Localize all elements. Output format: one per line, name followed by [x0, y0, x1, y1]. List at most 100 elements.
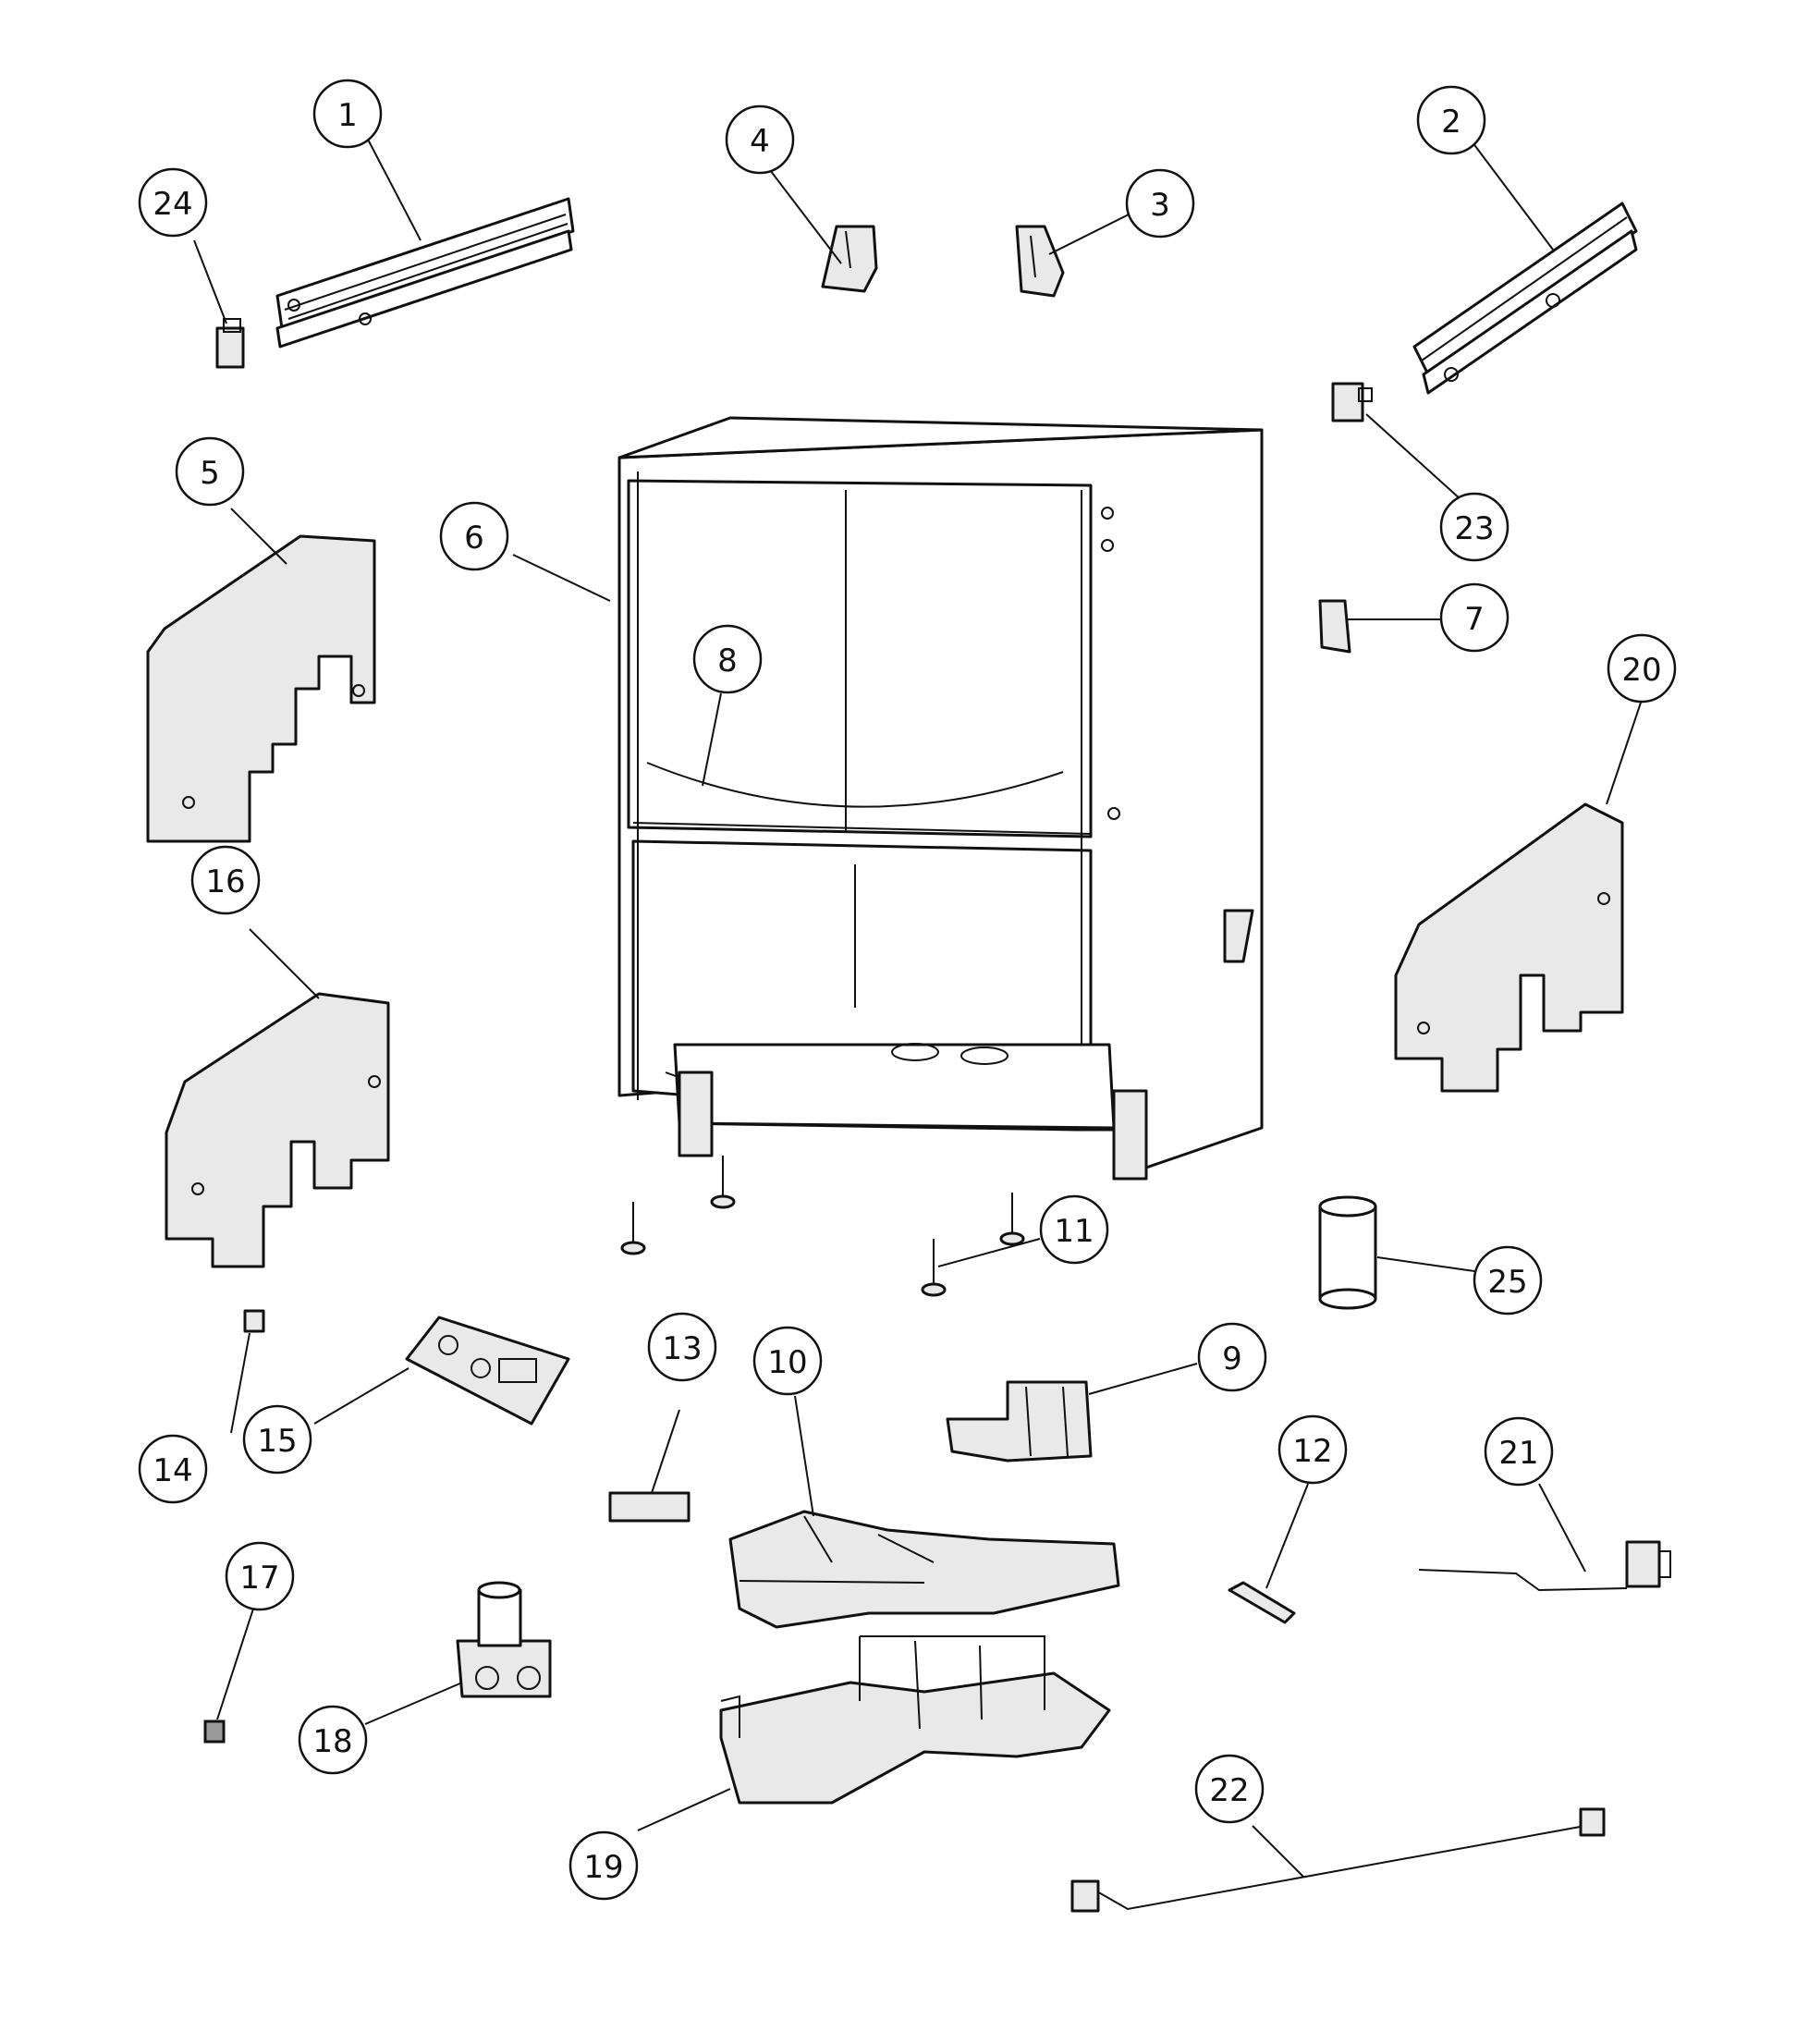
- callout-5-label: 5: [200, 455, 220, 492]
- callout-6: 6: [439, 501, 509, 571]
- part-4-bracket: [821, 225, 878, 293]
- callout-15: 15: [242, 1404, 312, 1475]
- callout-23: 23: [1439, 492, 1510, 562]
- leader-4: [766, 165, 842, 264]
- callout-12: 12: [1277, 1414, 1348, 1485]
- callout-24: 24: [138, 167, 208, 238]
- leader-18: [364, 1682, 463, 1725]
- part-1-rail: [275, 197, 575, 349]
- part-11-screws: [620, 1156, 1025, 1297]
- part-20-side-panel: [1394, 802, 1624, 1093]
- callout-8-label: 8: [717, 643, 738, 679]
- leader-11: [937, 1238, 1041, 1267]
- leader-23: [1365, 413, 1461, 500]
- part-22-cable: [1070, 1807, 1606, 1913]
- part-24-clip: [215, 318, 245, 369]
- callout-1: 1: [312, 79, 383, 149]
- callout-20: 20: [1607, 633, 1677, 704]
- leader-1: [364, 133, 422, 241]
- callout-11: 11: [1039, 1194, 1109, 1265]
- callout-15-label: 15: [257, 1423, 297, 1460]
- leader-3: [1048, 212, 1133, 255]
- part-17-cap: [203, 1720, 226, 1744]
- callout-20-label: 20: [1621, 652, 1661, 689]
- callout-7-label: 7: [1464, 601, 1485, 638]
- part-25-cylinder: [1318, 1195, 1377, 1310]
- callout-8: 8: [692, 624, 763, 694]
- callout-2-label: 2: [1441, 104, 1461, 141]
- callout-18: 18: [298, 1705, 368, 1775]
- callout-7: 7: [1439, 582, 1510, 653]
- leader-5: [230, 508, 287, 565]
- callout-1-label: 1: [337, 97, 358, 134]
- leader-22: [1252, 1825, 1304, 1878]
- callout-17: 17: [225, 1541, 295, 1611]
- part-10-tray: [728, 1510, 1120, 1629]
- part-18-valve: [456, 1581, 552, 1698]
- callout-16: 16: [190, 845, 261, 915]
- part-12-strip: [1228, 1581, 1296, 1624]
- callout-24-label: 24: [153, 186, 192, 223]
- leader-9: [1088, 1363, 1198, 1395]
- callout-21-label: 21: [1498, 1435, 1538, 1472]
- part-3-bracket: [1015, 225, 1065, 298]
- leader-14: [230, 1332, 251, 1434]
- leader-20: [1606, 702, 1642, 805]
- callout-21: 21: [1484, 1416, 1554, 1487]
- part-21-cord: [1418, 1540, 1671, 1592]
- callout-22-label: 22: [1209, 1772, 1249, 1809]
- leader-8: [702, 692, 722, 787]
- callout-12-label: 12: [1292, 1433, 1332, 1470]
- callout-4-label: 4: [750, 123, 770, 160]
- callout-25-label: 25: [1487, 1264, 1527, 1301]
- callout-3: 3: [1125, 168, 1195, 239]
- callout-10: 10: [752, 1326, 823, 1396]
- callout-18-label: 18: [312, 1723, 352, 1760]
- part-7-bracket: [1318, 599, 1351, 654]
- callout-14-label: 14: [153, 1452, 192, 1489]
- leader-10: [794, 1395, 814, 1517]
- callout-9: 9: [1197, 1322, 1267, 1392]
- leader-24: [193, 239, 227, 324]
- part-14-knob: [243, 1309, 265, 1333]
- callout-13: 13: [647, 1312, 717, 1382]
- callout-23-label: 23: [1454, 510, 1494, 547]
- leader-13: [651, 1409, 680, 1494]
- callout-14: 14: [138, 1434, 208, 1504]
- leader-25: [1376, 1256, 1475, 1272]
- leader-6: [512, 554, 611, 602]
- part-23-clip: [1331, 382, 1373, 422]
- callout-5: 5: [175, 436, 245, 507]
- leader-2: [1469, 138, 1554, 251]
- callout-9-label: 9: [1222, 1340, 1242, 1377]
- part-19-base: [719, 1635, 1111, 1805]
- part-5-side-panel: [146, 534, 376, 843]
- leader-15: [313, 1367, 409, 1425]
- part-6-tub-cabinet: [617, 416, 1264, 1181]
- leader-16: [249, 928, 320, 999]
- leader-21: [1538, 1483, 1586, 1573]
- callout-19: 19: [568, 1830, 639, 1901]
- callout-25: 25: [1473, 1245, 1543, 1316]
- part-9-bracket: [946, 1380, 1093, 1463]
- leader-lines: [193, 133, 1642, 1878]
- callout-22: 22: [1194, 1754, 1265, 1824]
- callout-19-label: 19: [583, 1849, 623, 1886]
- callout-10-label: 10: [767, 1344, 807, 1381]
- callout-2: 2: [1416, 85, 1486, 155]
- callout-4: 4: [725, 104, 795, 175]
- leader-12: [1265, 1483, 1309, 1589]
- callout-3-label: 3: [1150, 187, 1170, 224]
- part-16-side-panel: [165, 992, 390, 1268]
- callout-13-label: 13: [662, 1330, 702, 1367]
- leader-19: [637, 1788, 731, 1831]
- callout-17-label: 17: [239, 1560, 279, 1597]
- callout-16-label: 16: [205, 863, 245, 900]
- leader-17: [216, 1605, 255, 1720]
- part-2-rail: [1412, 202, 1638, 395]
- part-15-circuit-board: [405, 1316, 570, 1426]
- part-13-clip: [608, 1491, 691, 1523]
- callout-11-label: 11: [1054, 1213, 1094, 1250]
- callout-6-label: 6: [464, 520, 484, 557]
